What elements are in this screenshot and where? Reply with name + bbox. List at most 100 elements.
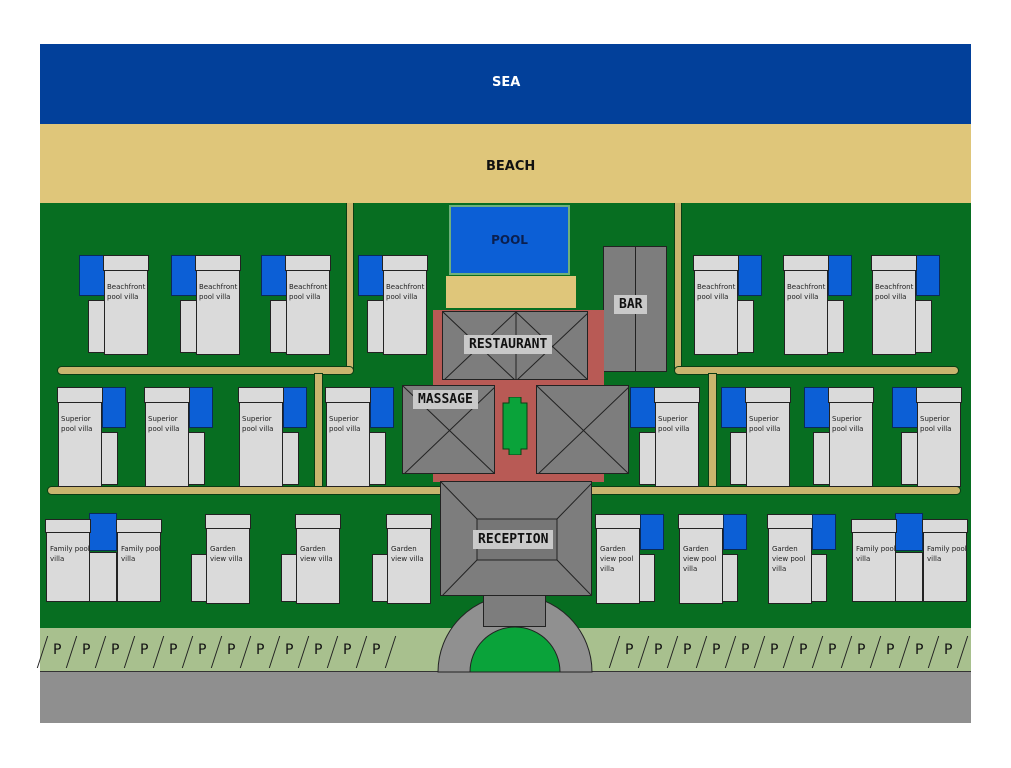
villa-annex bbox=[813, 432, 830, 485]
beach-zone: BEACH bbox=[40, 124, 971, 203]
villa-building[interactable] bbox=[117, 532, 161, 602]
villa-annex bbox=[282, 432, 299, 485]
villa-building[interactable] bbox=[872, 269, 916, 355]
villa-annex bbox=[827, 300, 844, 353]
parking-space[interactable]: P bbox=[198, 642, 207, 658]
parking-space[interactable]: P bbox=[169, 642, 178, 658]
villa-label: Superior pool villa bbox=[61, 415, 93, 433]
villa-pool bbox=[892, 387, 918, 428]
villa-roof bbox=[325, 387, 371, 403]
parking-space[interactable]: P bbox=[111, 642, 120, 658]
villa-roof bbox=[871, 255, 917, 271]
villa-building[interactable] bbox=[852, 532, 896, 602]
villa-building[interactable] bbox=[655, 401, 699, 487]
villa-pool bbox=[261, 255, 287, 296]
villa-annex bbox=[367, 300, 384, 353]
villa-building[interactable] bbox=[917, 401, 961, 487]
villa-building[interactable] bbox=[326, 401, 370, 487]
villa-building[interactable] bbox=[196, 269, 240, 355]
villa-pool bbox=[895, 513, 923, 551]
parking-space[interactable]: P bbox=[683, 642, 692, 658]
villa-roof bbox=[116, 519, 162, 533]
parking-space[interactable]: P bbox=[770, 642, 779, 658]
villa-building[interactable] bbox=[383, 269, 427, 355]
villa-building[interactable] bbox=[206, 528, 250, 604]
parking-space[interactable]: P bbox=[799, 642, 808, 658]
reception-building[interactable]: RECEPTION bbox=[440, 481, 592, 596]
villa-annex bbox=[180, 300, 197, 353]
parking-divider bbox=[869, 636, 882, 668]
parking-space[interactable]: P bbox=[285, 642, 294, 658]
villa-annex bbox=[369, 432, 386, 485]
villa-building[interactable] bbox=[694, 269, 738, 355]
villa-building[interactable] bbox=[746, 401, 790, 487]
villa-building[interactable] bbox=[387, 528, 431, 604]
parking-space[interactable]: P bbox=[625, 642, 634, 658]
villa-label: Beachfront pool villa bbox=[697, 283, 736, 301]
parking-divider bbox=[753, 636, 766, 668]
villa-building[interactable] bbox=[679, 528, 723, 604]
villa-building[interactable] bbox=[104, 269, 148, 355]
villa-roof bbox=[57, 387, 103, 403]
villa-annex bbox=[270, 300, 287, 353]
villa-roof bbox=[144, 387, 190, 403]
parking-space[interactable]: P bbox=[944, 642, 953, 658]
villa-pool bbox=[916, 255, 940, 296]
parking-space[interactable]: P bbox=[915, 642, 924, 658]
parking-divider bbox=[297, 636, 310, 668]
spa-building[interactable] bbox=[536, 385, 629, 474]
villa-roof bbox=[195, 255, 241, 271]
villa-building[interactable] bbox=[784, 269, 828, 355]
parking-space[interactable]: P bbox=[343, 642, 352, 658]
restaurant-building[interactable]: RESTAURANT bbox=[442, 311, 588, 380]
fountain-icon bbox=[502, 397, 528, 455]
massage-building[interactable]: MASSAGE bbox=[402, 385, 495, 474]
path-left-vertical bbox=[346, 203, 354, 373]
villa-roof bbox=[851, 519, 897, 533]
sea-zone: SEA bbox=[40, 44, 971, 124]
villa-building[interactable] bbox=[923, 532, 967, 602]
parking-space[interactable]: P bbox=[53, 642, 62, 658]
parking-space[interactable]: P bbox=[828, 642, 837, 658]
villa-annex bbox=[639, 554, 655, 602]
villa-label: Garden view pool villa bbox=[600, 545, 634, 573]
parking-space[interactable]: P bbox=[886, 642, 895, 658]
reception-label: RECEPTION bbox=[473, 530, 554, 549]
villa-building[interactable] bbox=[596, 528, 640, 604]
parking-space[interactable]: P bbox=[140, 642, 149, 658]
parking-divider bbox=[898, 636, 911, 668]
villa-building[interactable] bbox=[768, 528, 812, 604]
parking-space[interactable]: P bbox=[372, 642, 381, 658]
villa-label: Superior pool villa bbox=[148, 415, 180, 433]
villa-annex bbox=[730, 432, 747, 485]
villa-building[interactable] bbox=[239, 401, 283, 487]
villa-building[interactable] bbox=[46, 532, 90, 602]
villa-label: Superior pool villa bbox=[749, 415, 781, 433]
villa-pool bbox=[370, 387, 394, 428]
villa-label: Beachfront pool villa bbox=[386, 283, 425, 301]
villa-roof bbox=[693, 255, 739, 271]
villa-building[interactable] bbox=[58, 401, 102, 487]
parking-space[interactable]: P bbox=[654, 642, 663, 658]
villa-building[interactable] bbox=[296, 528, 340, 604]
parking-space[interactable]: P bbox=[741, 642, 750, 658]
villa-roof bbox=[767, 514, 813, 529]
parking-space[interactable]: P bbox=[712, 642, 721, 658]
parking-divider bbox=[123, 636, 136, 668]
parking-space[interactable]: P bbox=[256, 642, 265, 658]
villa-annex bbox=[101, 432, 118, 485]
pool[interactable]: POOL bbox=[449, 205, 570, 275]
parking-space[interactable]: P bbox=[227, 642, 236, 658]
parking-space[interactable]: P bbox=[857, 642, 866, 658]
villa-label: Garden view pool villa bbox=[772, 545, 806, 573]
parking-divider bbox=[724, 636, 737, 668]
villa-pool bbox=[171, 255, 197, 296]
parking-divider bbox=[152, 636, 165, 668]
villa-building[interactable] bbox=[829, 401, 873, 487]
bar-building[interactable]: BAR bbox=[603, 246, 667, 372]
parking-space[interactable]: P bbox=[314, 642, 323, 658]
parking-space[interactable]: P bbox=[82, 642, 91, 658]
villa-roof bbox=[828, 387, 874, 403]
villa-building[interactable] bbox=[145, 401, 189, 487]
parking-divider bbox=[840, 636, 853, 668]
